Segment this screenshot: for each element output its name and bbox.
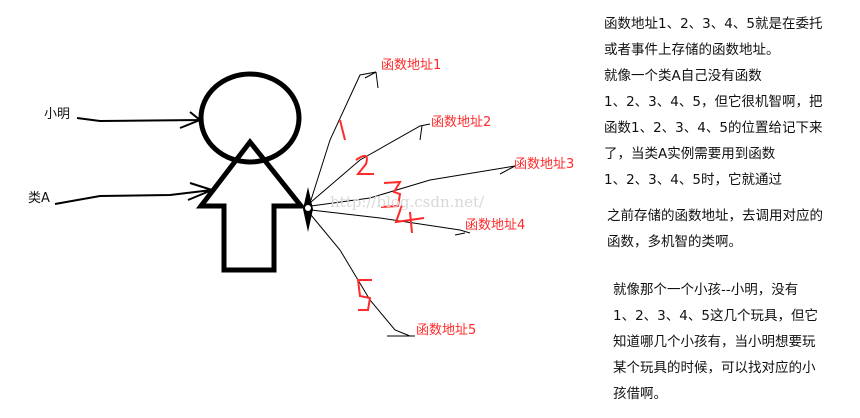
digit-3-stroke (380, 180, 402, 208)
line-address-2 (310, 123, 431, 203)
text-line: 1、2、3、4、5这几个玩具，但它 (613, 308, 818, 324)
text-line: 1、2、3、4、5时，它就通过 (604, 172, 782, 188)
digit-2-stroke (355, 154, 374, 175)
digit-4-stroke (394, 204, 425, 234)
head-circle (198, 71, 302, 165)
explanation-paragraph-1: 函数地址1、2、3、4、5就是在委托 或者事件上存储的函数地址。 就像一个类A自… (604, 11, 822, 193)
address-label-2: 函数地址2 (431, 115, 492, 130)
line-address-3 (310, 165, 516, 207)
address-label-5: 函数地址5 (416, 323, 477, 338)
text-line: 就像那个一个小孩--小明，没有 (613, 282, 799, 298)
line-address-1 (310, 71, 379, 201)
xiaoming-arrow (76, 111, 201, 129)
digit-5-stroke (356, 279, 372, 311)
watermark: http://blog.csdn.net/ (330, 193, 485, 211)
text-line: 1、2、3、4、5，但它很机智啊，把 (604, 94, 823, 110)
label-class-a: 类A (28, 191, 50, 206)
text-line: 了，当类A实例需要用到函数 (604, 146, 776, 162)
text-line: 或者事件上存储的函数地址。 (604, 42, 780, 58)
class-a-arrow (54, 182, 213, 205)
text-line: 某个玩具的时候，可以找对应的小 (613, 360, 816, 376)
text-line: 之前存储的函数地址，去调用对应的 (607, 208, 823, 224)
hand-diamond-center (305, 205, 311, 211)
text-line: 孩借啊。 (613, 386, 667, 402)
explanation-paragraph-3: 就像那个一个小孩--小明，没有 1、2、3、4、5这几个玩具，但它 知道哪几个小… (613, 277, 818, 407)
line-address-5 (310, 214, 415, 337)
line-address-4 (310, 209, 471, 236)
address-label-1: 函数地址1 (381, 58, 442, 73)
text-line: 就像一个类A自己没有函数 (604, 68, 762, 84)
digit-1-stroke (339, 119, 346, 141)
address-label-3: 函数地址3 (514, 157, 575, 172)
text-line: 函数，多机智的类啊。 (607, 234, 742, 250)
body-arrow (195, 137, 307, 273)
address-label-4: 函数地址4 (465, 218, 526, 233)
text-line: 知道哪几个小孩有，当小明想要玩 (613, 334, 816, 350)
text-line: 函数1、2、3、4、5的位置给记下来 (604, 120, 823, 136)
label-xiaoming: 小明 (44, 107, 71, 122)
text-line: 函数地址1、2、3、4、5就是在委托 (604, 16, 823, 32)
explanation-paragraph-2: 之前存储的函数地址，去调用对应的 函数，多机智的类啊。 (607, 203, 823, 255)
